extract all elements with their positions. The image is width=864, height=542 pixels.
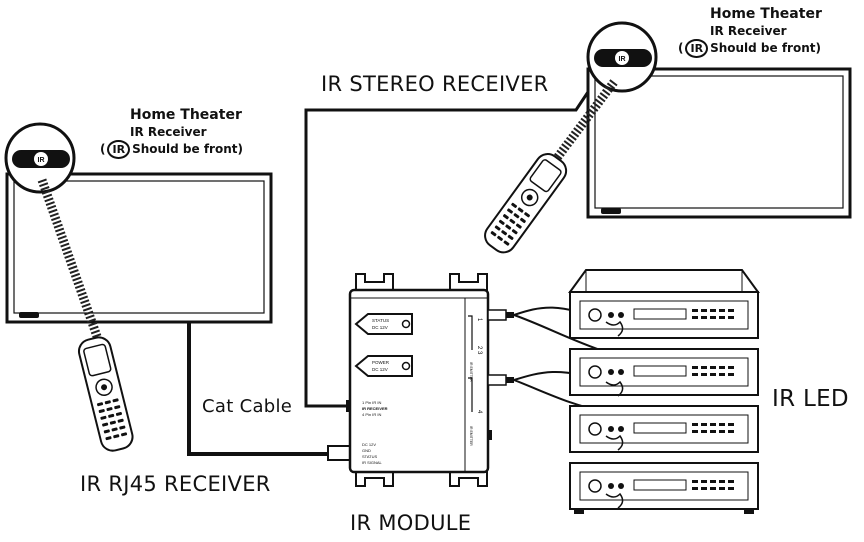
ir-stereo-receiver-label: IR STEREO RECEIVER xyxy=(321,72,549,96)
right-home-theater-title: Home Theater xyxy=(710,6,822,22)
ir-rj45-receiver-label: IR RJ45 RECEIVER xyxy=(80,472,271,496)
right-should-be-front: Should be front) xyxy=(710,41,821,55)
status-label: STATUS xyxy=(372,318,389,323)
power-label: POWER xyxy=(372,360,390,365)
svg-text:IR: IR xyxy=(38,157,45,164)
port-desc-1: 1 Pin IR IN xyxy=(362,400,381,405)
ir-led-emitters xyxy=(605,320,624,509)
right-ir-receiver-callout: IR xyxy=(586,21,658,93)
pin-label-1: DC 12V xyxy=(362,442,376,447)
pin-label-3: STATUS xyxy=(362,454,378,459)
side-label-1: IR EMITTER xyxy=(469,362,473,382)
right-paren: ( xyxy=(678,41,684,55)
pin-label-4: IR SIGNAL xyxy=(362,460,383,465)
left-ir-mark: IR xyxy=(107,140,131,159)
channel-23-label: 2 3 xyxy=(476,346,482,355)
right-remote-icon xyxy=(484,153,568,254)
side-label-2: IR EMITTER xyxy=(469,426,473,446)
ir-module-label: IR MODULE xyxy=(350,511,472,535)
channel-1-label: 1 xyxy=(476,318,482,322)
left-home-theater-title: Home Theater xyxy=(130,107,242,123)
left-ir-receiver-text: IR Receiver xyxy=(130,125,207,139)
port-desc-2: IR RECEIVER xyxy=(362,406,388,411)
status-voltage-label: DC 12V xyxy=(372,325,388,330)
ir-module-box xyxy=(346,273,514,487)
stereo-rack xyxy=(568,269,760,514)
left-remote-icon xyxy=(77,336,134,452)
left-should-be-front: Should be front) xyxy=(132,142,243,156)
right-tv xyxy=(586,67,852,219)
module-labels: STATUS DC 12V POWER DC 12V 1 Pin IR IN I… xyxy=(362,318,482,465)
left-ir-receiver-callout: IR xyxy=(4,122,76,194)
right-ir-receiver-text: IR Receiver xyxy=(710,24,787,38)
ir-led-label: IR LED xyxy=(772,386,849,412)
cat-cable-label: Cat Cable xyxy=(202,396,293,417)
left-ir-beam xyxy=(37,178,105,347)
svg-text:IR: IR xyxy=(619,56,626,63)
port-desc-3: 4 Pin IR IN xyxy=(362,412,381,417)
right-ir-mark: IR xyxy=(685,39,709,58)
channel-4-label: 4 xyxy=(476,410,482,414)
left-paren: ( xyxy=(100,142,106,156)
ir-stereo-receiver-cable xyxy=(304,91,590,408)
ir-rj45-receiver-cable xyxy=(187,322,330,456)
left-tv xyxy=(5,172,273,324)
rj45-connector xyxy=(327,445,353,461)
power-voltage-label: DC 12V xyxy=(372,367,388,372)
pin-label-2: GND xyxy=(362,448,371,453)
